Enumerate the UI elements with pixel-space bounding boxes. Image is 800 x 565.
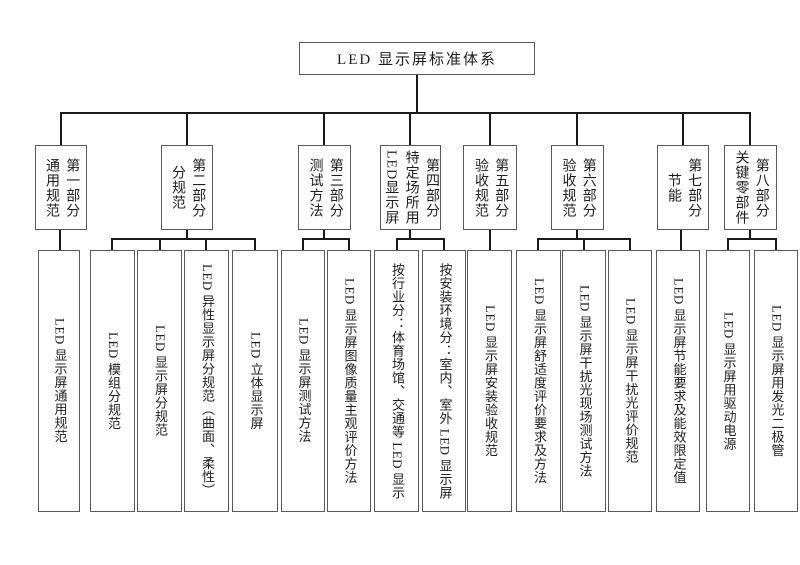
part-label: 第三部分 测试方法 [307,157,343,218]
leaf-node-13: LED 显示屏干扰光评价规范 [608,250,652,512]
leaf-label: LED 显示屏节能要求及能效限定值 [671,277,687,485]
leaf-node-1: LED 显示屏通用规范 [38,250,80,512]
leaf-label: LED 显示屏通用规范 [52,318,68,444]
part-node-8: 第八部分 关键零部件 [724,145,777,230]
leaf-node-4: LED 异性显示屏分规范（曲面、柔性） [184,250,229,512]
leaf-label: LED 显示屏图像质量主观评价方法 [342,277,358,485]
leaf-label: LED 显示屏舒适度评价要求及方法 [531,277,547,485]
leaf-label: LED 模组分规范 [105,331,121,431]
leaf-node-16: LED 显示屏用发光二极管 [754,250,798,512]
part-label: 第五部分 验收规范 [473,157,509,218]
leaf-label: LED 显示屏用发光二极管 [769,304,785,458]
leaf-node-6: LED 显示屏测试方法 [281,250,325,512]
leaf-label: 按安装环境分：室内、室外 LED 显示屏 [437,262,453,500]
part-node-5: 第五部分 验收规范 [463,145,517,230]
part-label: 第一部分 通用规范 [44,157,80,218]
leaf-node-8: 按行业分：体育场馆、交通等 LED 显示 [374,250,419,512]
leaf-label: LED 显示屏干扰光评价规范 [623,298,639,464]
leaf-node-14: LED 显示屏节能要求及能效限定值 [656,250,700,512]
leaf-node-5: LED 立体显示屏 [232,250,278,512]
part-node-3: 第三部分 测试方法 [298,145,351,230]
part-node-2: 第二部分 分规范 [161,145,213,230]
root-label: LED 显示屏标准体系 [337,52,497,68]
leaf-label: LED 异性显示屏分规范（曲面、柔性） [199,264,215,498]
part-label: 第七部分 节能 [666,157,702,218]
leaf-node-12: LED 显示屏干扰光现场测试方法 [562,250,606,512]
part-label: 第四部分 特定场所用 LED显示屏 [383,149,439,226]
part-label: 第六部分 验收规范 [560,157,596,218]
leaf-node-3: LED 显示屏分规范 [137,250,182,512]
root-node: LED 显示屏标准体系 [299,42,535,75]
leaf-node-7: LED 显示屏图像质量主观评价方法 [327,250,371,512]
part-label: 第二部分 分规范 [170,157,206,218]
leaf-label: LED 显示屏安装验收规范 [482,304,498,458]
leaf-label: 按行业分：体育场馆、交通等 LED 显示 [389,262,405,500]
leaf-label: LED 显示屏干扰光现场测试方法 [577,284,593,478]
leaf-node-15: LED 显示屏用驱动电源 [706,250,750,512]
part-node-1: 第一部分 通用规范 [35,145,87,230]
part-node-6: 第六部分 验收规范 [551,145,604,230]
leaf-node-9: 按安装环境分：室内、室外 LED 显示屏 [422,250,466,512]
part-label: 第八部分 关键零部件 [733,150,769,225]
part-node-4: 第四部分 特定场所用 LED显示屏 [380,145,441,230]
leaf-label: LED 显示屏测试方法 [296,318,312,444]
leaf-node-11: LED 显示屏舒适度评价要求及方法 [516,250,561,512]
leaf-node-10: LED 显示屏安装验收规范 [467,250,512,512]
leaf-label: LED 立体显示屏 [248,331,264,431]
leaf-node-2: LED 模组分规范 [90,250,135,512]
leaf-label: LED 显示屏用驱动电源 [721,311,737,451]
leaf-label: LED 显示屏分规范 [152,325,168,437]
part-node-7: 第七部分 节能 [657,145,709,230]
